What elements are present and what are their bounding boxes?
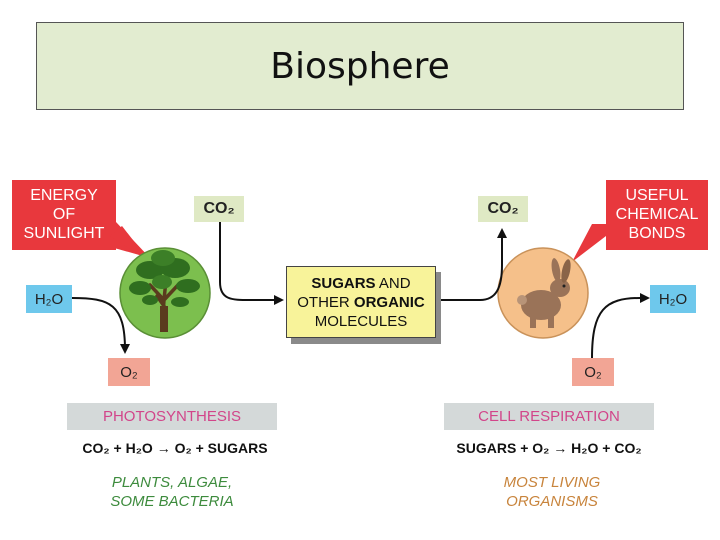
sugar-line-2: OTHER ORGANIC (287, 293, 435, 312)
energy-callout-line: OF (52, 206, 76, 223)
sugar-line-3: MOLECULES (314, 312, 408, 330)
animals-line: ORGANISMS (506, 493, 598, 510)
o2-to-h2o-arrow (591, 293, 650, 359)
photosynthesis-bar: PHOTOSYNTHESIS (67, 403, 277, 430)
photosynthesis-equation-text: CO₂ + H₂O → O₂ + SUGARS (82, 440, 268, 456)
co2-in-arrow (219, 222, 284, 305)
co2-input-chip: CO₂ (194, 196, 244, 222)
sugar-to-co2-arrow (436, 228, 507, 301)
h2o-input-chip: H₂O (26, 285, 72, 313)
energy-callout-arrow (12, 180, 150, 262)
page-title: Biosphere (270, 45, 450, 87)
rabbit-icon (517, 258, 571, 328)
o2-label: O₂ (584, 363, 602, 381)
energy-callout-line: SUNLIGHT (23, 225, 105, 242)
useful-callout: USEFUL CHEMICAL BONDS (606, 186, 708, 243)
respiration-bar: CELL RESPIRATION (444, 403, 654, 430)
h2o-label: H₂O (34, 290, 64, 308)
useful-callout-line: USEFUL (625, 187, 689, 204)
sugar-line-1: SUGARS AND (287, 274, 435, 293)
title-banner: Biosphere (36, 22, 684, 110)
organic-molecules-box: SUGARS AND OTHER ORGANIC MOLECULES (286, 266, 436, 338)
photosynthesis-equation: CO₂ + H₂O → O₂ + SUGARS (40, 440, 310, 456)
tree-icon (129, 250, 200, 332)
sugars-rest: AND (375, 274, 411, 292)
o2-input-chip: O₂ (572, 358, 614, 386)
respiration-equation: SUGARS + O₂ → H₂O + CO₂ (414, 440, 684, 456)
o2-output-chip: O₂ (108, 358, 150, 386)
respiration-label: CELL RESPIRATION (478, 408, 620, 425)
plants-line: SOME BACTERIA (110, 493, 234, 510)
energy-callout-line: ENERGY (30, 187, 98, 204)
photosynthesis-label: PHOTOSYNTHESIS (102, 408, 242, 425)
energy-callout: ENERGY OF SUNLIGHT (14, 186, 114, 243)
co2-label: CO₂ (203, 200, 235, 217)
useful-callout-line: BONDS (628, 225, 686, 242)
plants-line: PLANTS, ALGAE, (111, 474, 233, 491)
respiration-equation-text: SUGARS + O₂ → H₂O + CO₂ (456, 440, 642, 456)
h2o-to-o2-arrow (71, 297, 130, 354)
useful-callout-arrow (572, 180, 708, 262)
h2o-output-chip: H₂O (650, 285, 696, 313)
sugars-bold: SUGARS (311, 274, 376, 292)
plants-organisms: PLANTS, ALGAE, SOME BACTERIA (72, 473, 272, 511)
co2-label: CO₂ (487, 200, 519, 217)
o2-label: O₂ (120, 363, 138, 381)
animals-organisms: MOST LIVING ORGANISMS (452, 473, 652, 511)
useful-callout-line: CHEMICAL (615, 206, 699, 223)
h2o-label: H₂O (658, 290, 688, 308)
co2-output-chip: CO₂ (478, 196, 528, 222)
organic-bold: ORGANIC (353, 293, 425, 311)
animals-line: MOST LIVING (503, 474, 601, 491)
other-plain: OTHER (297, 293, 354, 311)
